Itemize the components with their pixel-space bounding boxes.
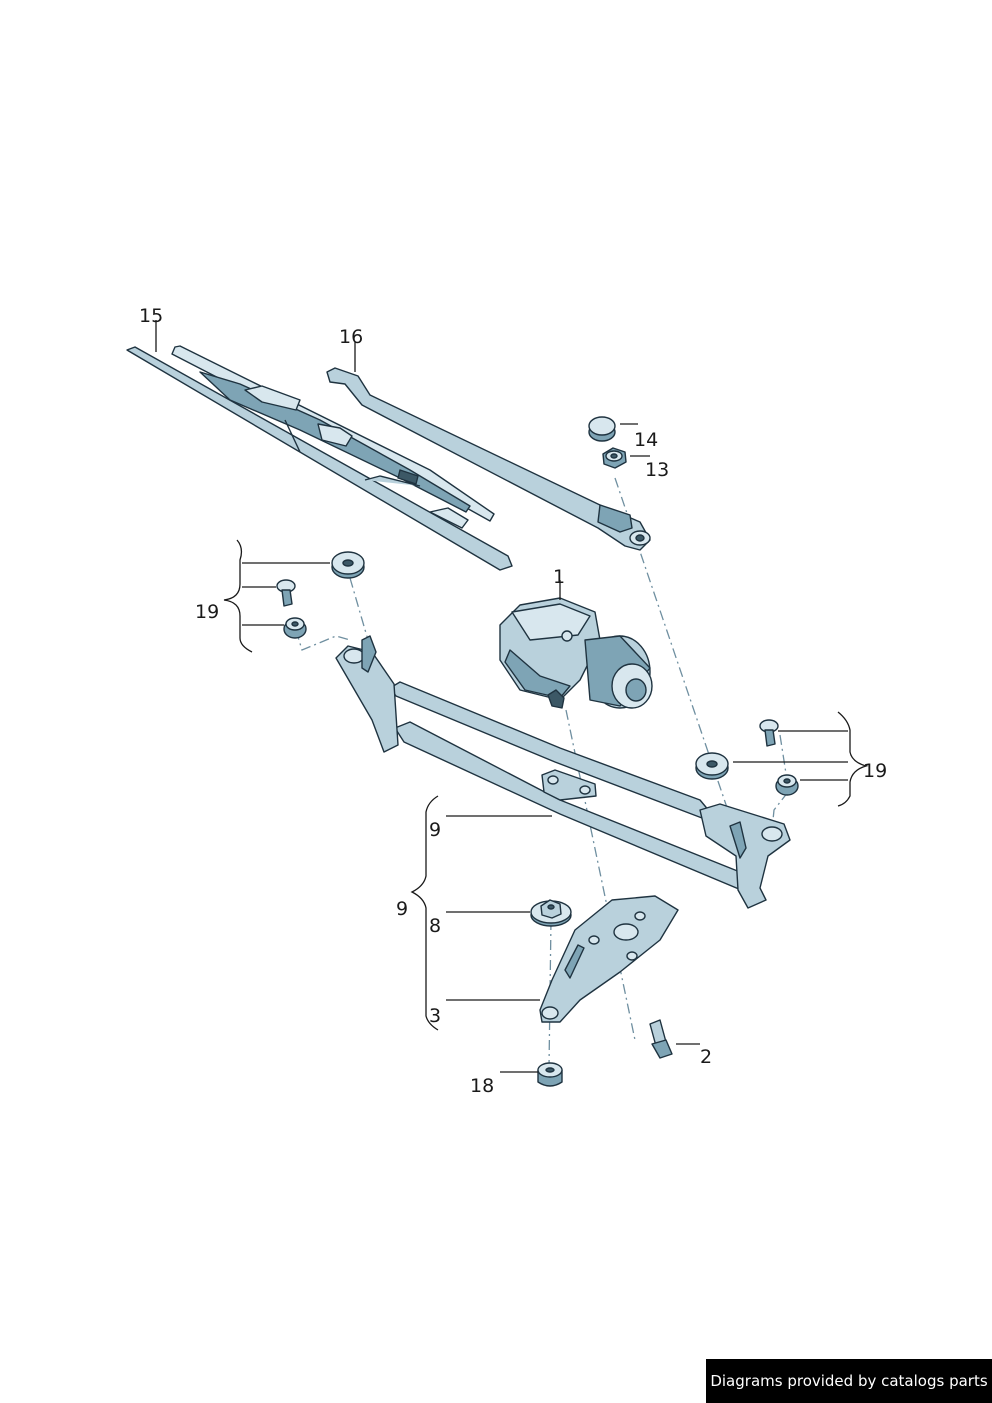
callout-19-right: 19 (863, 760, 887, 782)
arm-nut (602, 447, 627, 469)
callout-19-left: 19 (195, 601, 219, 623)
callout-3: 3 (429, 1005, 441, 1027)
callout-labels: 15 16 14 13 1 19 19 9 9 8 3 2 18 (139, 305, 887, 1097)
callout-14: 14 (634, 429, 658, 451)
callout-9-group: 9 (396, 898, 408, 920)
mount-kit-left (276, 551, 365, 639)
arm-cap (588, 416, 616, 442)
credit-banner: Diagrams provided by catalogs parts (706, 1359, 992, 1403)
callout-18: 18 (470, 1075, 494, 1097)
mount-kit-right (695, 719, 799, 796)
callout-1: 1 (553, 566, 565, 588)
callout-13: 13 (645, 459, 669, 481)
callout-2: 2 (700, 1046, 712, 1068)
callout-16: 16 (339, 326, 363, 348)
wiper-blade (126, 345, 513, 571)
callout-9-frame: 9 (429, 819, 441, 841)
callout-15: 15 (139, 305, 163, 327)
wiper-linkage (335, 635, 791, 909)
bracket-bolt (649, 1019, 673, 1059)
leader-lines (155, 320, 869, 1073)
bracket-nut (530, 899, 572, 927)
callout-8: 8 (429, 915, 441, 937)
bracket-grommet (537, 1062, 563, 1087)
wiper-arm (326, 367, 651, 551)
motor-bracket (539, 895, 679, 1023)
wiper-motor (499, 597, 653, 709)
